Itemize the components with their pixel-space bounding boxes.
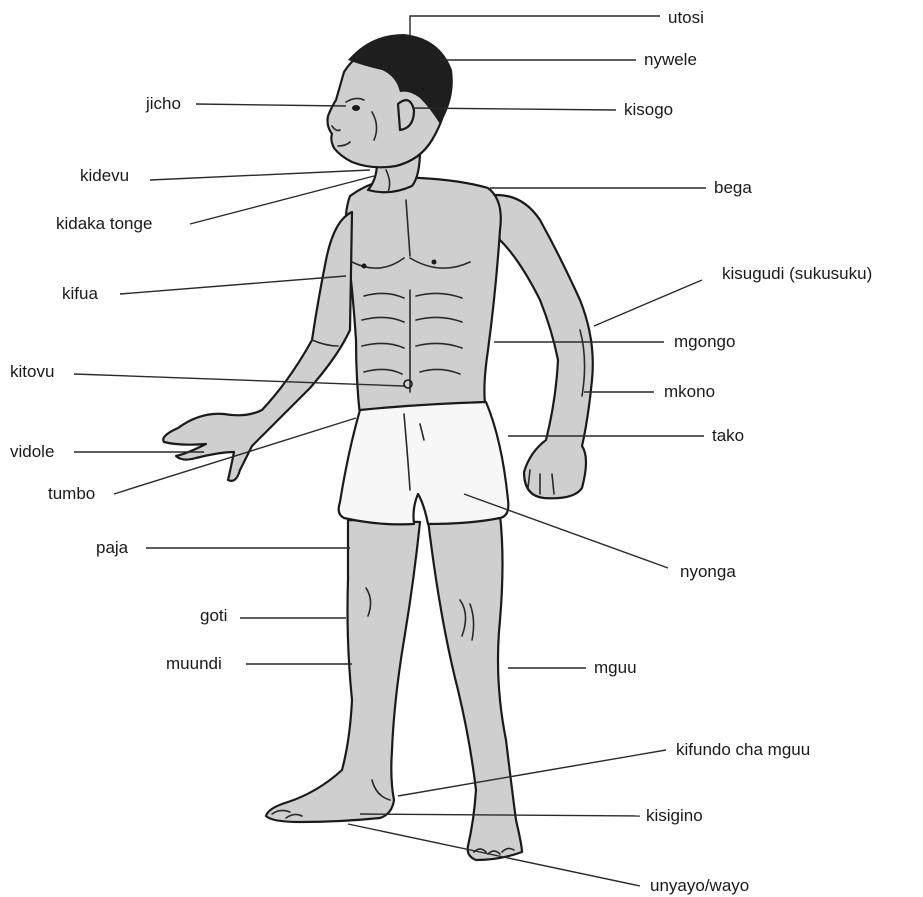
front-leg <box>266 520 420 822</box>
back-leg <box>428 515 522 860</box>
label-jicho: jicho <box>146 94 181 114</box>
label-kifundo-cha-mguu: kifundo cha mguu <box>676 740 810 760</box>
label-kisugudi: kisugudi (sukusuku) <box>722 264 872 284</box>
label-kidevu: kidevu <box>80 166 129 186</box>
label-kisigino: kisigino <box>646 806 703 826</box>
label-muundi: muundi <box>166 654 222 674</box>
label-nyonga: nyonga <box>680 562 736 582</box>
label-mkono: mkono <box>664 382 715 402</box>
label-utosi: utosi <box>668 8 704 28</box>
label-vidole: vidole <box>10 442 54 462</box>
label-paja: paja <box>96 538 128 558</box>
label-mguu: mguu <box>594 658 637 678</box>
label-tumbo: tumbo <box>48 484 95 504</box>
label-bega: bega <box>714 178 752 198</box>
label-tako: tako <box>712 426 744 446</box>
label-kifua: kifua <box>62 284 98 304</box>
label-mgongo: mgongo <box>674 332 735 352</box>
label-kidaka-tonge: kidaka tonge <box>56 214 152 234</box>
label-goti: goti <box>200 606 227 626</box>
label-unyayo-wayo: unyayo/wayo <box>650 876 749 896</box>
shorts <box>339 402 509 524</box>
label-kitovu: kitovu <box>10 362 54 382</box>
front-arm <box>163 212 352 481</box>
label-nywele: nywele <box>644 50 697 70</box>
torso <box>346 177 501 416</box>
label-kisogo: kisogo <box>624 100 673 120</box>
